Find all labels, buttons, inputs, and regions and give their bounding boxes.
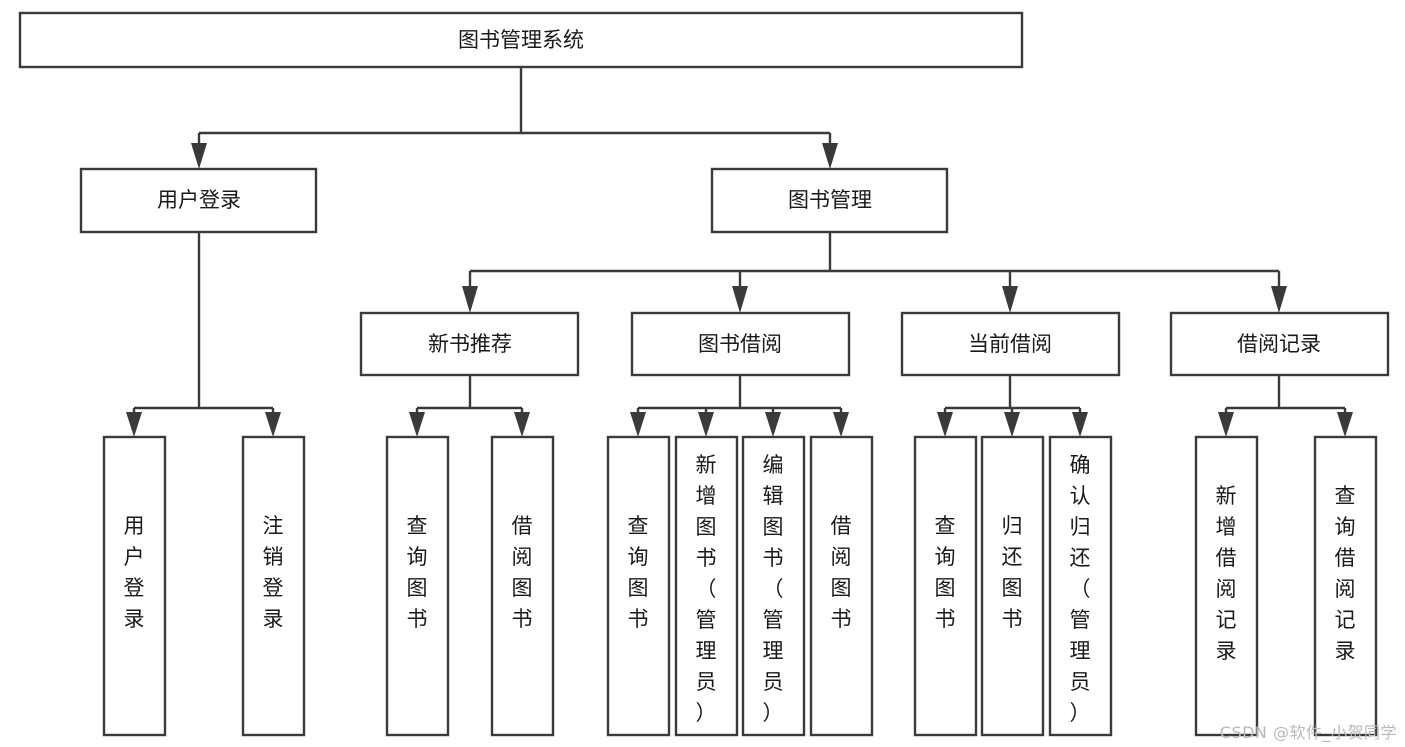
node-leaf-add-record-label: 新增借阅记录: [1216, 484, 1237, 663]
node-root-label: 图书管理系统: [458, 28, 584, 52]
node-leaf-query-record-box[interactable]: [1313, 435, 1378, 737]
node-current-borrow-label: 当前借阅: [968, 332, 1052, 356]
arrowhead-leaf-query-book-rec: [409, 412, 425, 437]
node-leaf-user-login[interactable]: 用户登录: [102, 435, 167, 737]
node-leaf-query-book-rec[interactable]: 查询图书: [385, 435, 450, 737]
arrowhead-leaf-query-book-cur: [937, 412, 953, 437]
node-leaf-add-book[interactable]: 新增图书（管理员）: [674, 435, 739, 737]
node-leaf-query-record-label: 查询借阅记录: [1335, 484, 1356, 663]
connectors-new-book-rec-to-leaves: [409, 375, 530, 437]
node-leaf-borrow-book-rec-label: 借阅图书: [512, 514, 533, 631]
node-leaf-return-book-box[interactable]: [980, 435, 1045, 737]
node-leaf-query-book-box[interactable]: [606, 435, 671, 737]
node-leaf-query-book-rec-box[interactable]: [385, 435, 450, 737]
node-leaf-add-book-box[interactable]: [674, 435, 739, 737]
node-root[interactable]: 图书管理系统: [18, 11, 1024, 69]
node-leaf-user-login-box[interactable]: [102, 435, 167, 737]
node-book-borrow-box[interactable]: [630, 311, 851, 377]
node-leaf-user-login-label: 用户登录: [124, 514, 145, 631]
node-user-login[interactable]: 用户登录: [79, 167, 318, 234]
arrowhead-book-manage: [822, 143, 838, 169]
arrowhead-new-book-rec: [462, 286, 478, 313]
connectors-borrow-record-to-leaves: [1218, 375, 1353, 437]
connectors-current-borrow-to-leaves: [937, 375, 1088, 437]
node-leaf-edit-book-label: 编辑图书（管理员）: [763, 453, 784, 725]
node-leaf-query-book-label: 查询图书: [628, 514, 649, 631]
arrowhead-leaf-user-login: [126, 412, 142, 437]
node-leaf-confirm-return-label: 确认归还（管理员）: [1070, 453, 1091, 725]
node-book-manage[interactable]: 图书管理: [710, 167, 949, 234]
node-leaf-borrow-book-box[interactable]: [809, 435, 874, 737]
node-leaf-query-book-rec-label: 查询图书: [407, 514, 428, 631]
arrowhead-leaf-return-book: [1004, 412, 1020, 437]
node-book-borrow-label: 图书借阅: [698, 332, 782, 356]
node-borrow-record-box[interactable]: [1169, 311, 1390, 377]
node-leaf-logout[interactable]: 注销登录: [241, 435, 306, 737]
node-new-book-rec[interactable]: 新书推荐: [359, 311, 580, 377]
node-leaf-add-record-box[interactable]: [1194, 435, 1259, 737]
node-borrow-record-label: 借阅记录: [1237, 332, 1321, 356]
arrowhead-book-borrow: [732, 286, 748, 313]
connectors-user-login-to-leaves: [126, 232, 281, 437]
node-leaf-add-book-label: 新增图书（管理员）: [696, 453, 717, 725]
csdn-watermark: CSDN @软件_小贺同学: [1219, 723, 1397, 742]
node-book-borrow[interactable]: 图书借阅: [630, 311, 851, 377]
connectors-book-borrow-to-leaves: [630, 375, 849, 437]
connectors-root-to-level2: [191, 67, 838, 169]
arrowhead-leaf-add-record: [1218, 412, 1234, 437]
node-new-book-rec-box[interactable]: [359, 311, 580, 377]
node-user-login-label: 用户登录: [157, 188, 241, 212]
arrowhead-leaf-query-book: [630, 412, 646, 437]
arrowhead-leaf-borrow-book: [833, 412, 849, 437]
node-leaf-borrow-book-rec-box[interactable]: [490, 435, 555, 737]
node-leaf-add-record[interactable]: 新增借阅记录: [1194, 435, 1259, 737]
node-leaf-borrow-book-label: 借阅图书: [831, 514, 852, 631]
node-new-book-rec-label: 新书推荐: [428, 332, 512, 356]
node-leaf-query-book-cur-label: 查询图书: [935, 514, 956, 631]
node-book-manage-label: 图书管理: [788, 188, 872, 212]
connectors-book-manage-to-level3: [462, 232, 1287, 313]
node-book-manage-box[interactable]: [710, 167, 949, 234]
arrowhead-leaf-query-record: [1337, 412, 1353, 437]
node-current-borrow[interactable]: 当前借阅: [900, 311, 1121, 377]
arrowhead-leaf-borrow-book-rec: [514, 412, 530, 437]
node-leaf-borrow-book-rec[interactable]: 借阅图书: [490, 435, 555, 737]
node-leaf-query-record[interactable]: 查询借阅记录: [1313, 435, 1378, 737]
node-leaf-query-book-cur-box[interactable]: [913, 435, 978, 737]
arrowhead-user-login: [191, 143, 207, 169]
arrowhead-leaf-confirm-return: [1072, 412, 1088, 437]
arrowhead-leaf-logout: [265, 412, 281, 437]
node-borrow-record[interactable]: 借阅记录: [1169, 311, 1390, 377]
node-leaf-edit-book-box[interactable]: [741, 435, 806, 737]
node-leaf-confirm-return[interactable]: 确认归还（管理员）: [1048, 435, 1113, 737]
node-leaf-return-book[interactable]: 归还图书: [980, 435, 1045, 737]
arrowhead-borrow-record: [1271, 286, 1287, 313]
arrowhead-leaf-edit-book: [765, 412, 781, 437]
node-leaf-logout-box[interactable]: [241, 435, 306, 737]
node-leaf-edit-book[interactable]: 编辑图书（管理员）: [741, 435, 806, 737]
node-leaf-borrow-book[interactable]: 借阅图书: [809, 435, 874, 737]
node-root-box[interactable]: [18, 11, 1024, 69]
node-leaf-logout-label: 注销登录: [263, 514, 284, 631]
node-leaf-query-book[interactable]: 查询图书: [606, 435, 671, 737]
node-user-login-box[interactable]: [79, 167, 318, 234]
node-leaf-query-book-cur[interactable]: 查询图书: [913, 435, 978, 737]
node-current-borrow-box[interactable]: [900, 311, 1121, 377]
node-leaf-return-book-label: 归还图书: [1002, 514, 1023, 631]
node-leaf-confirm-return-box[interactable]: [1048, 435, 1113, 737]
arrowhead-current-borrow: [1002, 286, 1018, 313]
arrowhead-leaf-add-book: [698, 412, 714, 437]
